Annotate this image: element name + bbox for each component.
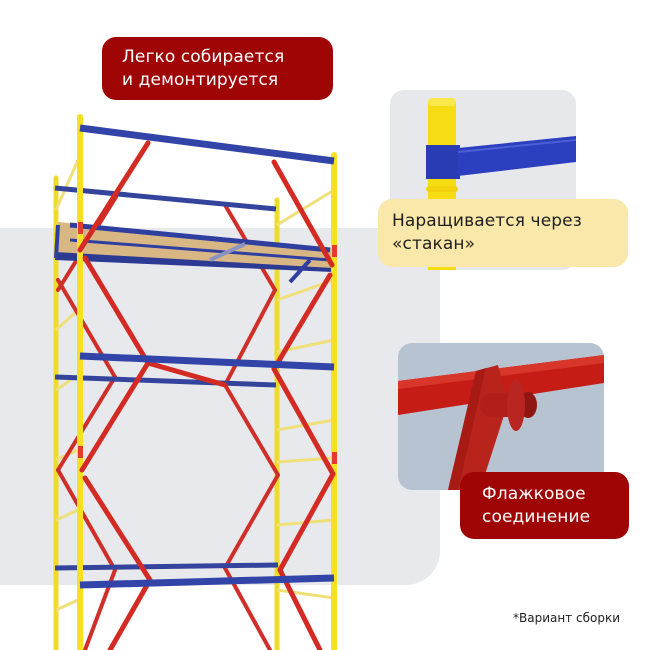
flag-connection-line2: соединение: [482, 506, 591, 527]
easy-assembly-label: Легко собирается и демонтируется: [102, 37, 333, 100]
stakan-line1: Наращивается через: [392, 211, 582, 231]
stakan-label: Наращивается через «стакан»: [378, 199, 628, 267]
easy-assembly-line1: Легко собирается: [122, 46, 285, 67]
flag-joint-photo: [398, 343, 604, 490]
easy-assembly-line2: и демонтируется: [122, 69, 279, 90]
stakan-line2: «стакан»: [392, 234, 476, 254]
flag-connection-label: Флажковое соединение: [460, 472, 629, 539]
flag-connection-line1: Флажковое: [482, 483, 586, 504]
background-panel: [0, 228, 440, 585]
assembly-variant-footnote: *Вариант сборки: [512, 611, 620, 625]
